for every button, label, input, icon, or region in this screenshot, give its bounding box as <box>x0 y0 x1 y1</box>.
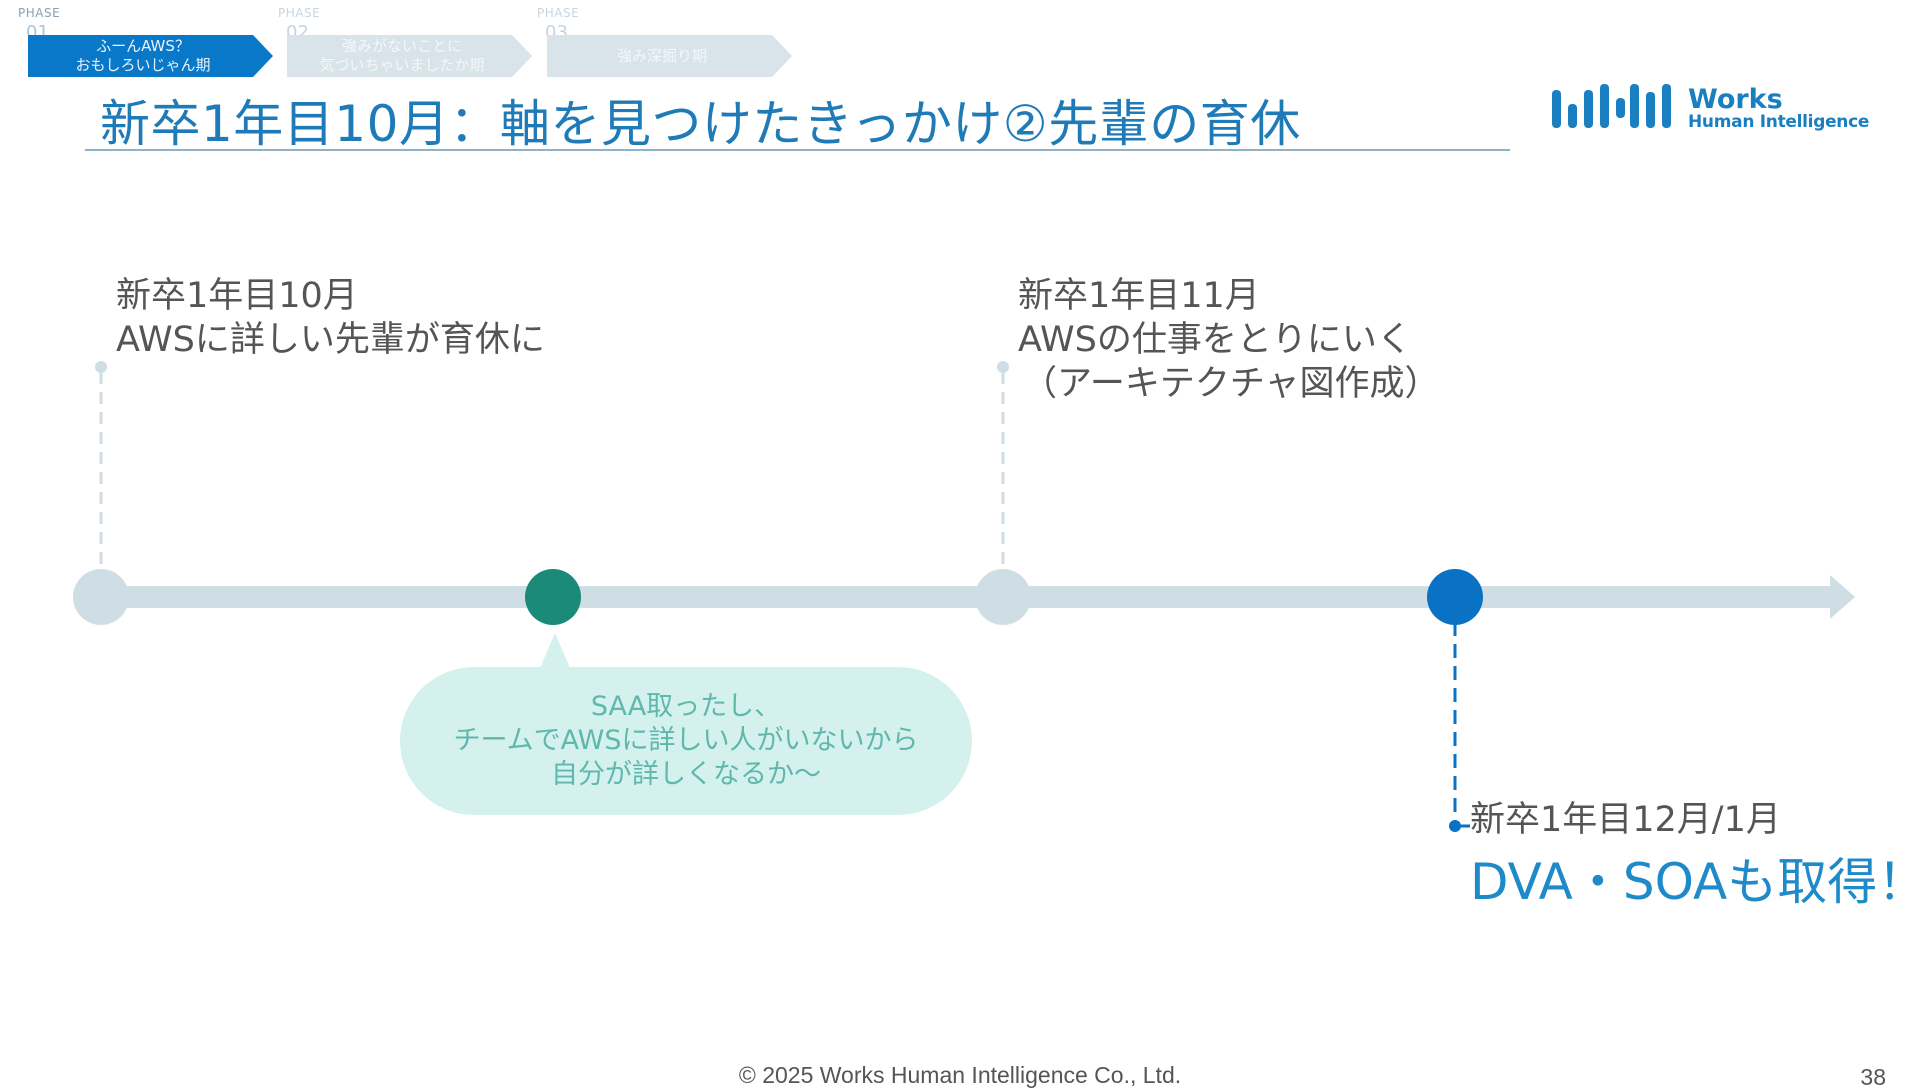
event-oct-text: AWSに詳しい先輩が育休に <box>116 320 545 360</box>
bubble-pointer <box>540 633 570 668</box>
bubble-line-1: SAA取ったし、 <box>590 691 782 722</box>
page-number: 38 <box>1860 1064 1886 1090</box>
phase-3-text: 強み深掘り期 <box>547 35 777 77</box>
event-nov-text: AWSの仕事をとりにいく <box>1018 320 1412 360</box>
phase-1-text: ふーんAWS？ おもしろいじゃん期 <box>28 35 258 77</box>
event-dec-jan-heading: 新卒1年目12月/1月 <box>1470 800 1781 840</box>
connector-ev3 <box>1449 622 1470 832</box>
connector-ev1 <box>95 361 107 570</box>
node-saa <box>525 569 581 625</box>
phase-3-label: PHASE <box>537 6 580 20</box>
title-underline <box>85 149 1510 151</box>
node-oct <box>73 569 129 625</box>
phase-3-arrow[interactable]: 強み深掘り期 <box>547 35 792 77</box>
page-title: 新卒1年目10月：軸を見つけたきっかけ②先輩の育休 <box>100 95 1301 153</box>
phase-2-text-line1: 強みがないことに <box>341 37 462 55</box>
phase-2-text: 強みがないことに 気づいちゃいましたか期 <box>287 35 517 77</box>
phase-1-text-line1: ふーんAWS？ <box>96 37 190 55</box>
phase-2-arrow-shape <box>287 35 532 77</box>
node-nov <box>975 569 1031 625</box>
phase-1-arrow-shape <box>28 35 273 77</box>
bubble-line-3: 自分が詳しくなるか〜 <box>551 759 821 790</box>
phase-3-text-line1: 強み深掘り期 <box>616 46 707 65</box>
event-dec-jan-highlight: DVA・SOAも取得！ <box>1470 853 1920 911</box>
event-oct-heading: 新卒1年目10月 <box>116 276 358 316</box>
bubble-line-2: チームでAWSに詳しい人がいないから <box>453 725 919 756</box>
copyright-footer: © 2025 Works Human Intelligence Co., Ltd… <box>738 1062 1182 1088</box>
speech-bubble <box>400 667 972 815</box>
phase-2-arrow[interactable]: 強みがないことに 気づいちゃいましたか期 <box>287 35 532 77</box>
speech-bubble-text: SAA取ったし、 チームでAWSに詳しい人がいないから 自分が詳しくなるか〜 <box>400 690 972 792</box>
connector-ev2 <box>997 361 1009 570</box>
phase-2-text-line2: 気づいちゃいましたか期 <box>319 56 485 74</box>
logo-bars-icon <box>1552 84 1671 128</box>
timeline-bar <box>101 586 1836 608</box>
phase-1-arrow[interactable]: ふーんAWS？ おもしろいじゃん期 <box>28 35 273 77</box>
timeline-arrowhead <box>1830 575 1855 619</box>
node-dec-jan <box>1427 569 1483 625</box>
event-nov-text-2: （アーキテクチャ図作成） <box>1022 364 1440 404</box>
phase-1-text-line2: おもしろいじゃん期 <box>75 56 211 74</box>
phase-1-label: PHASE <box>18 6 61 20</box>
logo-subtitle: Human Intelligence <box>1688 112 1870 132</box>
logo-wordmark: Works <box>1688 84 1783 115</box>
phase-2-label: PHASE <box>278 6 321 20</box>
phase-3-arrow-shape <box>547 35 792 77</box>
event-nov-heading: 新卒1年目11月 <box>1018 276 1260 316</box>
